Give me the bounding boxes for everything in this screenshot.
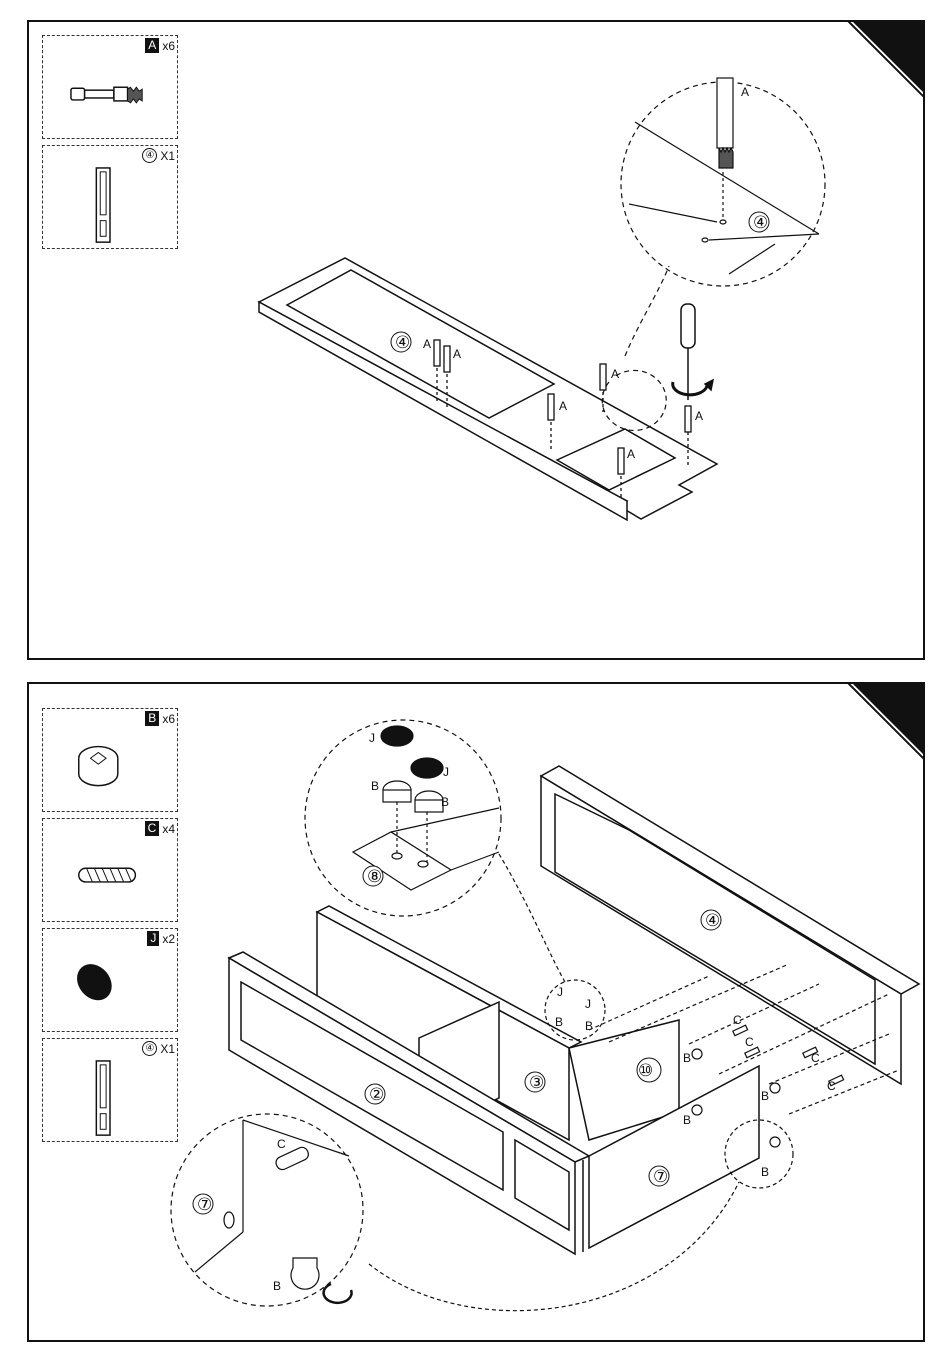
assembly-step-1: A x6 ④ X1 xyxy=(27,20,925,660)
panel-number: ② xyxy=(369,1085,384,1104)
panel-number: ⑦ xyxy=(653,1167,668,1186)
fitting-label: B xyxy=(683,1051,691,1065)
step-1-illustration: ④ ④ A A A A A A A xyxy=(29,22,923,658)
panel-number: ③ xyxy=(529,1073,544,1092)
fitting-label: B xyxy=(761,1165,769,1179)
fitting-label: B xyxy=(555,1015,563,1029)
detail-zoom-circle xyxy=(602,78,825,430)
fitting-label: A xyxy=(559,399,567,413)
fitting-label: C xyxy=(827,1079,836,1093)
fitting-label: B xyxy=(761,1089,769,1103)
fitting-label: J xyxy=(369,731,375,745)
step-2-illustration: ④ ② ③ ⑩ ⑦ ⑧ ⑦ J J J J B B B B B B B B xyxy=(29,684,923,1340)
detail-zoom-circle-top xyxy=(305,720,501,916)
screwdriver-icon xyxy=(673,304,713,400)
fitting-label: J xyxy=(443,765,449,779)
fitting-label: B xyxy=(371,779,379,793)
fitting-label: A xyxy=(453,347,461,361)
fitting-label: B xyxy=(441,795,449,809)
fitting-label: J xyxy=(557,985,563,999)
panel-number: ⑦ xyxy=(197,1195,212,1214)
panel-number: ④ xyxy=(395,333,410,352)
fitting-label: C xyxy=(811,1051,820,1065)
fitting-label: A xyxy=(695,409,703,423)
back-frame-panel-4 xyxy=(541,766,919,1084)
fitting-label: J xyxy=(585,997,591,1011)
fitting-label: A xyxy=(741,85,749,99)
fitting-label: A xyxy=(611,367,619,381)
panel-number: ⑧ xyxy=(367,867,382,886)
fitting-label: C xyxy=(277,1137,286,1151)
fitting-label: B xyxy=(585,1019,593,1033)
panel-number: ④ xyxy=(753,213,768,232)
fitting-label: B xyxy=(683,1113,691,1127)
panel-number: ⑩ xyxy=(638,1061,653,1080)
fitting-label: C xyxy=(745,1035,754,1049)
fitting-label: A xyxy=(423,337,431,351)
panel-number: ④ xyxy=(705,911,720,930)
assembly-step-2: B x6 C x4 xyxy=(27,682,925,1342)
frame-panel-4 xyxy=(259,258,717,520)
fitting-label: B xyxy=(273,1279,281,1293)
fitting-label: C xyxy=(733,1013,742,1027)
fitting-label: A xyxy=(627,447,635,461)
